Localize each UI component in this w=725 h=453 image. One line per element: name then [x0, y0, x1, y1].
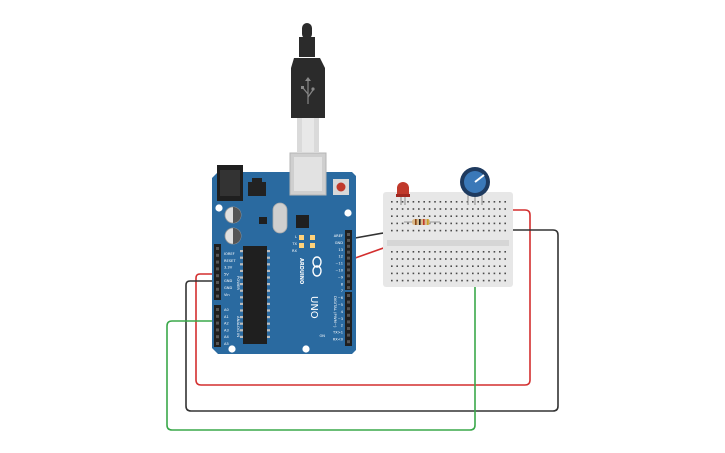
pin-label: ~3 — [338, 317, 343, 321]
usb-cable — [291, 23, 325, 152]
usb-icon — [301, 77, 315, 104]
reset-button[interactable] — [336, 182, 346, 192]
pin-label: ~9 — [338, 275, 344, 279]
pin-label: 2 — [341, 324, 343, 328]
pin-label: A3 — [224, 328, 229, 332]
wire-gnd[interactable] — [185, 229, 559, 412]
arduino-logo — [312, 256, 322, 277]
pin-label: 8 — [341, 282, 344, 286]
pin-label: 12 — [338, 255, 343, 259]
led[interactable] — [396, 182, 410, 205]
board-brand: ARDUINO — [298, 258, 304, 284]
indicator-label: ON — [319, 334, 325, 338]
pin-label: 13 — [338, 248, 343, 252]
board-model: UNO — [308, 296, 319, 319]
pin-label: ~6 — [338, 296, 344, 300]
pin-label: ~11 — [335, 262, 343, 266]
indicator-label: RX — [292, 249, 297, 253]
pin-label: 3.3V — [224, 266, 233, 270]
analog-header-label: ANALOG IN — [236, 316, 241, 337]
potentiometer[interactable] — [460, 167, 490, 205]
pin-label: ~10 — [335, 269, 343, 273]
pin-label: Vin — [224, 293, 230, 297]
pin-label: GND — [224, 286, 232, 290]
resistor[interactable] — [404, 219, 440, 225]
pin-label: IOREF — [224, 252, 235, 256]
pin-label: GND — [224, 279, 232, 283]
pin-label: A1 — [224, 315, 229, 319]
pin-label: RESET — [224, 259, 236, 263]
pin-label: A0 — [224, 308, 229, 312]
pin-label: 7 — [341, 289, 343, 293]
pin-label: A2 — [224, 322, 229, 326]
pin-label: 5V — [224, 272, 229, 276]
pin-label: A5 — [224, 342, 229, 346]
digital-header-label: DIGITAL (PWM~) — [333, 296, 338, 328]
wire-5v[interactable] — [195, 209, 531, 386]
pin-label: RX<0 — [333, 338, 344, 342]
indicator-label: L — [295, 235, 297, 239]
breadboard[interactable] — [383, 192, 513, 287]
arduino-board[interactable]: ARDUINO UNO POWER ANALOG IN DIGITAL (PWM… — [212, 152, 356, 354]
pin-label: A4 — [224, 335, 229, 339]
power-header-label: POWER — [236, 276, 241, 290]
pin-label: TX>1 — [332, 331, 343, 335]
pin-label: GND — [335, 241, 343, 245]
pin-label: 4 — [341, 310, 344, 314]
pin-label: AREF — [334, 234, 343, 238]
pin-label: ~5 — [338, 303, 343, 307]
wire-a2[interactable] — [166, 198, 476, 431]
indicator-label: TX — [291, 242, 297, 246]
